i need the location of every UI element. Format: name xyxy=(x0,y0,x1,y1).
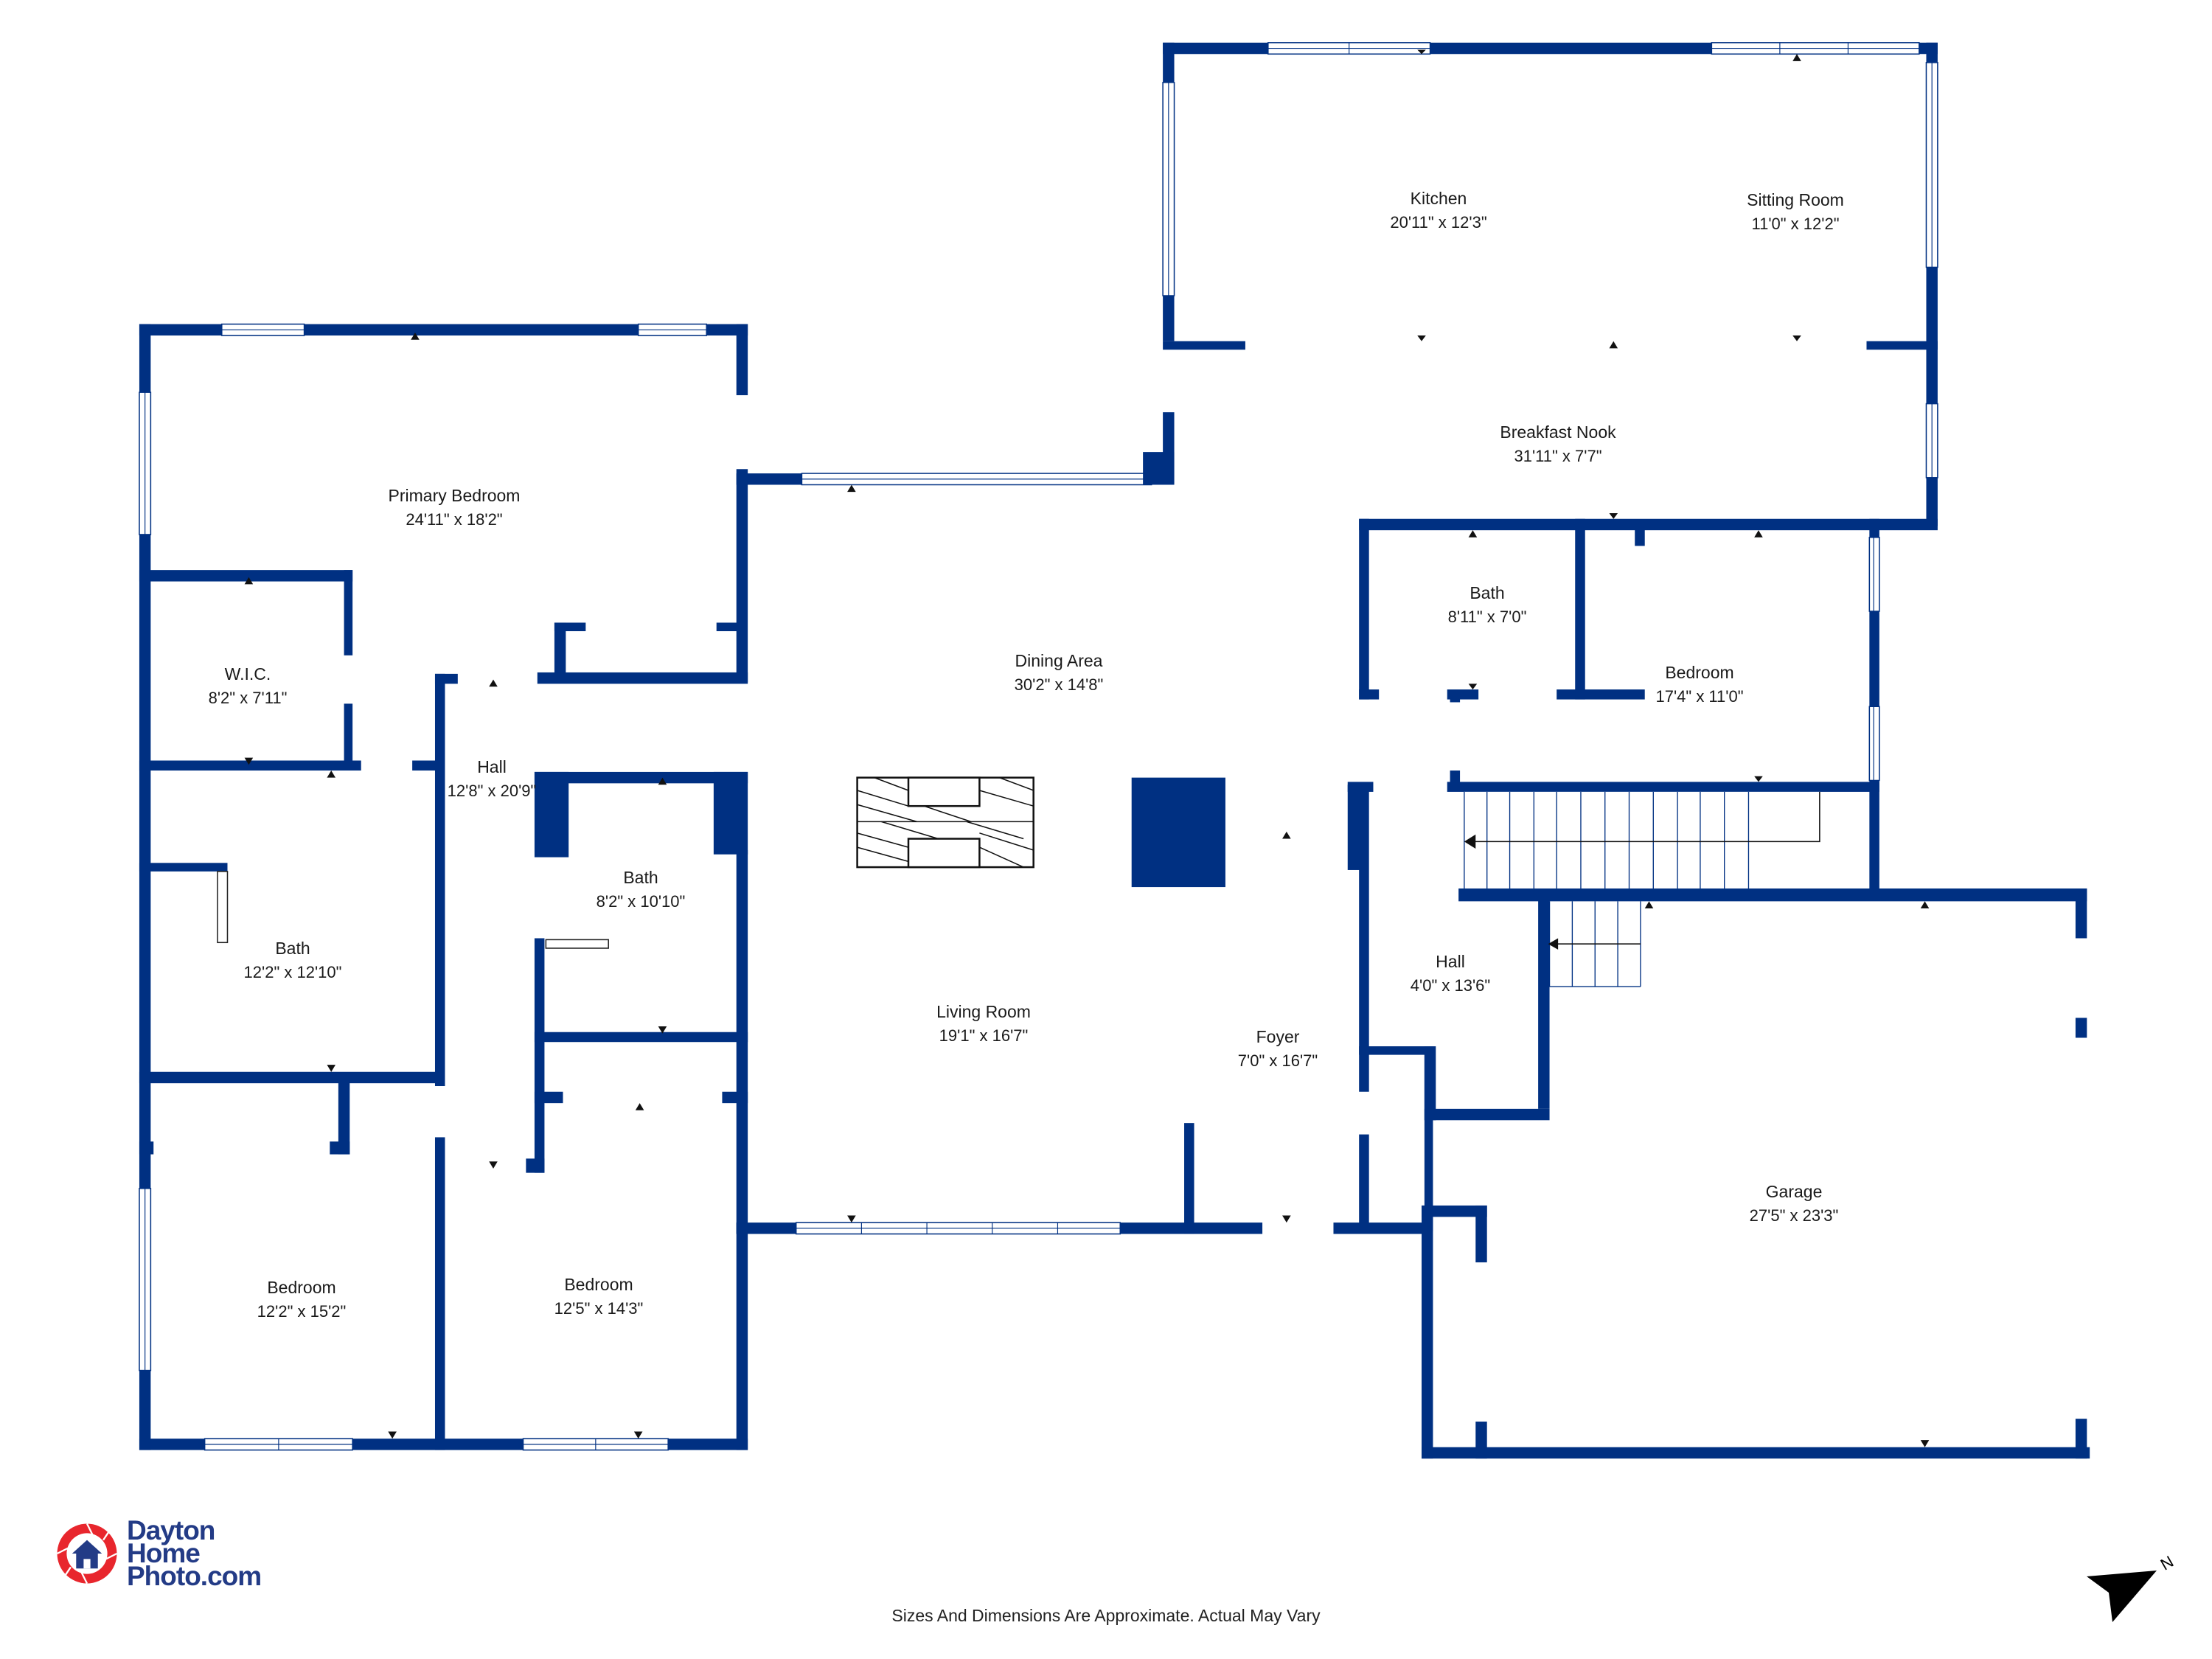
room-label-garage: Garage 27'5" x 23'3" xyxy=(1750,1180,1839,1228)
brand-line-3: Photo.com xyxy=(127,1561,262,1591)
room-dimensions: 11'0" x 12'2" xyxy=(1751,215,1840,234)
right-wing-windows xyxy=(1162,42,1938,782)
camera-house-logo-icon xyxy=(57,1523,117,1584)
disclaimer-text: Sizes And Dimensions Are Approximate. Ac… xyxy=(891,1606,1321,1625)
room-name: Foyer xyxy=(1256,1027,1300,1046)
brand-line-2: Home xyxy=(127,1538,201,1568)
room-label-foyer: Foyer 7'0" x 16'7" xyxy=(1238,1025,1318,1073)
room-name: Bedroom xyxy=(1665,663,1734,682)
room-label-hall-west: Hall 12'8" x 20'9" xyxy=(448,755,537,803)
room-label-breakfast-nook: Breakfast Nook 31'11" x 7'7" xyxy=(1500,420,1615,468)
fireplace-icon xyxy=(856,776,1034,869)
room-name: Hall xyxy=(477,757,507,776)
room-name: Bath xyxy=(275,939,310,958)
room-name: Breakfast Nook xyxy=(1500,422,1616,442)
north-arrow-icon: N xyxy=(2087,1554,2177,1622)
brand-line-1: Dayton xyxy=(127,1515,215,1545)
room-label-primary-bedroom: Primary Bedroom 24'11" x 18'2" xyxy=(389,484,521,532)
north-label: N xyxy=(2157,1554,2177,1574)
room-dimensions: 27'5" x 23'3" xyxy=(1749,1206,1839,1225)
room-name: Bath xyxy=(623,868,658,887)
room-label-sitting-room: Sitting Room 11'0" x 12'2" xyxy=(1747,188,1844,236)
brand-name: Dayton Home Photo.com xyxy=(127,1515,262,1591)
room-dimensions: 12'2" x 12'10" xyxy=(243,963,342,982)
room-name: Living Room xyxy=(936,1002,1031,1021)
room-label-wic: W.I.C. 8'2" x 7'11" xyxy=(209,662,288,710)
room-name: Kitchen xyxy=(1410,189,1467,208)
center-windows xyxy=(795,1222,1121,1235)
room-name: Bedroom xyxy=(267,1278,336,1297)
room-dimensions: 8'11" x 7'0" xyxy=(1447,608,1527,627)
room-label-kitchen: Kitchen 20'11" x 12'3" xyxy=(1390,187,1486,234)
room-label-bath-hall: Bath 8'2" x 10'10" xyxy=(597,866,686,914)
room-name: Garage xyxy=(1765,1182,1823,1201)
staircase-small xyxy=(1548,901,1641,987)
room-dimensions: 30'2" x 14'8" xyxy=(1014,675,1104,695)
room-label-living-room: Living Room 19'1" x 16'7" xyxy=(936,1000,1031,1048)
room-dimensions: 20'11" x 12'3" xyxy=(1390,213,1487,232)
brand-logo: Dayton Home Photo.com xyxy=(53,1515,262,1591)
room-label-bedroom-sw: Bedroom 12'2" x 15'2" xyxy=(257,1276,347,1324)
center-walls xyxy=(736,42,1425,1234)
room-name: W.I.C. xyxy=(224,664,271,684)
room-dimensions: 12'8" x 20'9" xyxy=(447,782,537,801)
room-dimensions: 8'2" x 7'11" xyxy=(208,689,288,708)
room-name: Sitting Room xyxy=(1747,190,1844,209)
room-dimensions: 4'0" x 13'6" xyxy=(1410,976,1491,995)
left-wing-windows xyxy=(139,323,1152,1451)
room-dimensions: 24'11" x 18'2" xyxy=(406,510,503,529)
dimension-markers xyxy=(244,49,1930,1447)
room-name: Bath xyxy=(1470,583,1505,602)
room-dimensions: 19'1" x 16'7" xyxy=(939,1026,1029,1046)
staircase-main xyxy=(1464,791,1820,889)
room-name: Dining Area xyxy=(1015,651,1103,670)
room-dimensions: 12'5" x 14'3" xyxy=(554,1299,644,1318)
room-label-dining-area: Dining Area 30'2" x 14'8" xyxy=(1015,649,1104,697)
room-dimensions: 17'4" x 11'0" xyxy=(1655,687,1744,706)
room-name: Primary Bedroom xyxy=(388,486,521,505)
right-wing-walls xyxy=(1163,42,2090,1459)
room-label-bedroom-s: Bedroom 12'5" x 14'3" xyxy=(554,1273,644,1321)
left-wing-walls xyxy=(139,324,802,1450)
room-dimensions: 31'11" x 7'7" xyxy=(1514,447,1602,466)
room-dimensions: 8'2" x 10'10" xyxy=(596,892,686,911)
room-dimensions: 12'2" x 15'2" xyxy=(257,1302,347,1321)
room-label-bedroom-east: Bedroom 17'4" x 11'0" xyxy=(1655,661,1743,709)
room-dimensions: 7'0" x 16'7" xyxy=(1237,1051,1318,1071)
room-label-bath-primary: Bath 12'2" x 12'10" xyxy=(244,936,342,984)
room-name: Hall xyxy=(1436,952,1465,971)
room-name: Bedroom xyxy=(564,1275,633,1294)
room-label-hall-east: Hall 4'0" x 13'6" xyxy=(1411,950,1490,998)
room-label-bath-east: Bath 8'11" x 7'0" xyxy=(1448,581,1527,629)
